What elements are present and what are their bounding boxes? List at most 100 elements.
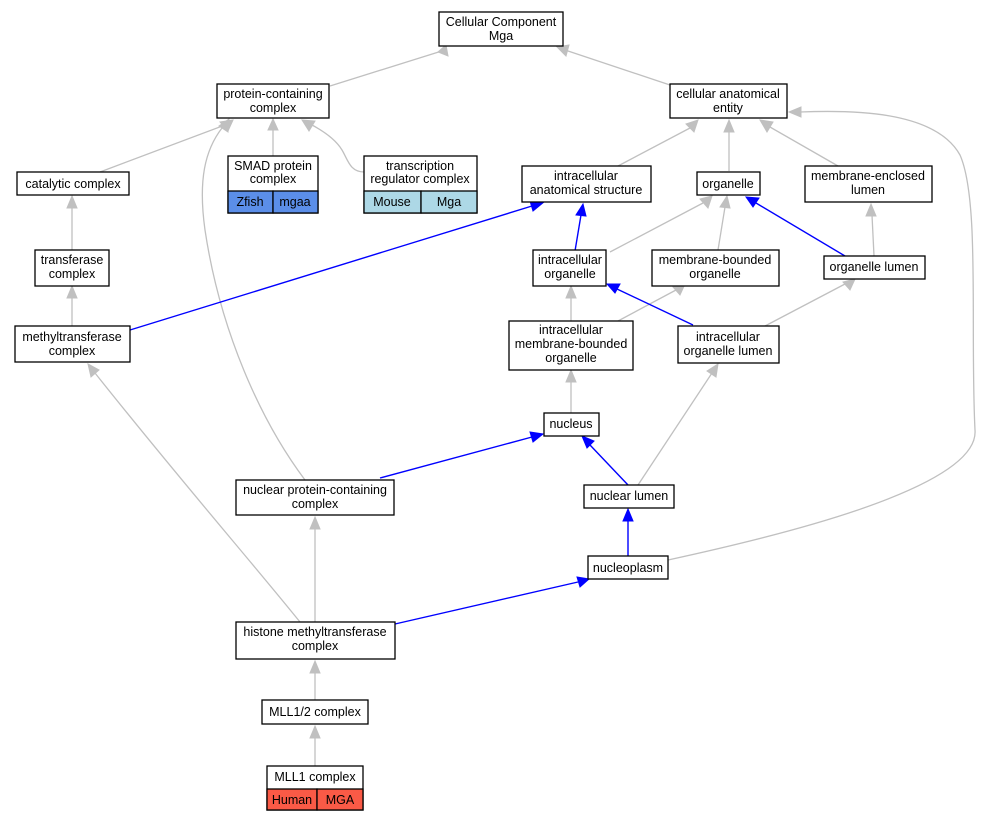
node-label-line: methyltransferase [22, 330, 121, 344]
node-transcription-regulator-complex[interactable]: transcription regulator complex Mouse Mg… [363, 155, 478, 214]
arrowhead-nl-nuc [581, 435, 595, 449]
arrowhead-npcc-nuc [529, 431, 545, 443]
node-label-line: complex [292, 497, 339, 511]
node-membrane-bounded-organelle[interactable]: membrane-bounded organelle [651, 249, 780, 287]
node-methyltransferase-complex[interactable]: methyltransferase complex [14, 325, 131, 363]
arrowhead-imbo-io [565, 284, 577, 299]
node-label-line: SMAD protein [234, 159, 312, 173]
annotation-label: Mouse [373, 195, 411, 209]
edge-imbo-mbo [617, 289, 677, 322]
node-transferase-complex[interactable]: transferase complex [34, 249, 110, 287]
node-label-line: complex [292, 639, 339, 653]
annotation-label: mgaa [279, 195, 310, 209]
node-label-line: intracellular [539, 323, 603, 337]
edge-npcc-nuc [379, 436, 533, 479]
node-label-line: anatomical structure [530, 183, 643, 197]
node-label-line: intracellular [554, 169, 618, 183]
node-cellular-anatomical-entity[interactable]: cellular anatomical entity [669, 83, 788, 119]
node-label-line: organelle [702, 177, 753, 191]
node-mll1-complex[interactable]: MLL1 complex Human MGA [266, 765, 364, 811]
node-label-line: cellular anatomical [676, 87, 780, 101]
edges-part-of [129, 196, 846, 625]
arrowhead-mbo-org [719, 194, 731, 209]
node-label-line: intracellular [538, 253, 602, 267]
arrowhead-nl-iol [706, 362, 719, 378]
annotation-cell-mgaa [272, 190, 319, 214]
arrowhead-trc-pcc [301, 119, 316, 132]
node-histone-methyltransferase-complex[interactable]: histone methyltransferase complex [235, 621, 396, 660]
arrowhead-hmt-npcc [309, 515, 321, 530]
node-mll1-2-complex[interactable]: MLL1/2 complex [261, 699, 369, 725]
arrowhead-smad-pcc [267, 117, 279, 131]
node-nucleus[interactable]: nucleus [543, 412, 600, 437]
arrowhead-np-nl [622, 507, 634, 522]
node-protein-containing-complex[interactable]: protein-containing complex [216, 83, 330, 119]
node-nuclear-lumen[interactable]: nuclear lumen [583, 484, 675, 509]
node-label-line: membrane-bounded [659, 253, 772, 267]
node-label-line: lumen [851, 183, 885, 197]
node-catalytic-complex[interactable]: catalytic complex [16, 171, 130, 196]
edge-io-ias [574, 214, 582, 252]
node-membrane-enclosed-lumen[interactable]: membrane-enclosed lumen [804, 165, 933, 203]
node-intracellular-organelle[interactable]: intracellular organelle [532, 249, 607, 287]
arrowhead-np-cae [787, 106, 802, 118]
edge-hmt-np [394, 581, 579, 625]
arrowhead-org-cae [723, 118, 735, 133]
arrowhead-iol-ol [842, 278, 856, 291]
edge-nl-nuc [589, 444, 629, 486]
node-label-line: regulator complex [370, 172, 470, 186]
node-label-line: MLL1 complex [274, 770, 356, 784]
edge-np-cae [667, 110, 976, 561]
edges-is-a [66, 44, 976, 766]
nodes: Cellular Component Mga protein-containin… [14, 11, 933, 811]
node-label-line: nuclear protein-containing [243, 483, 387, 497]
edge-cat-pcc [99, 124, 226, 173]
node-label-line: organelle lumen [830, 260, 919, 274]
arrowhead-iol-io [605, 283, 621, 294]
arrowhead-mll12-hmt [309, 659, 321, 674]
node-organelle-lumen[interactable]: organelle lumen [823, 255, 926, 280]
node-organelle[interactable]: organelle [696, 171, 761, 196]
node-intracellular-anatomical-structure[interactable]: intracellular anatomical structure [521, 165, 652, 203]
node-label-line: Mga [489, 29, 513, 43]
annotation-label: Mga [437, 195, 461, 209]
arrowhead-io-org [699, 195, 713, 209]
node-label-line: nucleus [549, 417, 592, 431]
edge-iol-io [616, 288, 694, 326]
node-label-line: complex [250, 172, 297, 186]
node-nucleoplasm[interactable]: nucleoplasm [587, 555, 669, 580]
arrowhead-hmt-np [576, 576, 591, 588]
edge-cae-cc [564, 49, 671, 86]
annotation-cell-mga-human [316, 788, 364, 811]
node-intracellular-organelle-lumen[interactable]: intracellular organelle lumen [677, 325, 780, 364]
node-label-line: protein-containing [223, 87, 322, 101]
arrowhead-io-ias [575, 202, 587, 217]
node-smad-protein-complex[interactable]: SMAD protein complex Zfish mgaa [227, 155, 319, 214]
node-label-line: transcription [386, 159, 454, 173]
annotation-label: MGA [326, 793, 355, 807]
edge-ol-org [755, 202, 846, 257]
arrowhead-mel-cae [759, 119, 774, 133]
node-label-line: MLL1/2 complex [269, 705, 361, 719]
node-label-line: organelle [689, 267, 740, 281]
node-label-line: membrane-bounded [515, 337, 628, 351]
node-label-line: entity [713, 101, 744, 115]
node-intracellular-membrane-bounded-organelle[interactable]: intracellular membrane-bounded organelle [508, 320, 634, 371]
node-label-line: organelle [545, 351, 596, 365]
arrowhead-tc-cat [66, 194, 78, 209]
node-label-line: catalytic complex [25, 177, 121, 191]
edge-pcc-cc [329, 49, 446, 87]
node-label-line: nucleoplasm [593, 561, 663, 575]
edge-io-org [609, 202, 704, 253]
edge-npcc-pcc [201, 127, 306, 481]
node-label-line: organelle [544, 267, 595, 281]
node-label-line: histone methyltransferase [243, 625, 386, 639]
node-label-line: Cellular Component [446, 15, 557, 29]
arrowhead-npcc-pcc [218, 117, 230, 133]
node-label-line: membrane-enclosed [811, 169, 925, 183]
node-cellular-component[interactable]: Cellular Component Mga [438, 11, 564, 47]
node-nuclear-protein-containing-complex[interactable]: nuclear protein-containing complex [235, 479, 395, 516]
node-label-line: transferase [41, 253, 104, 267]
edge-mtc-ias [129, 205, 533, 331]
